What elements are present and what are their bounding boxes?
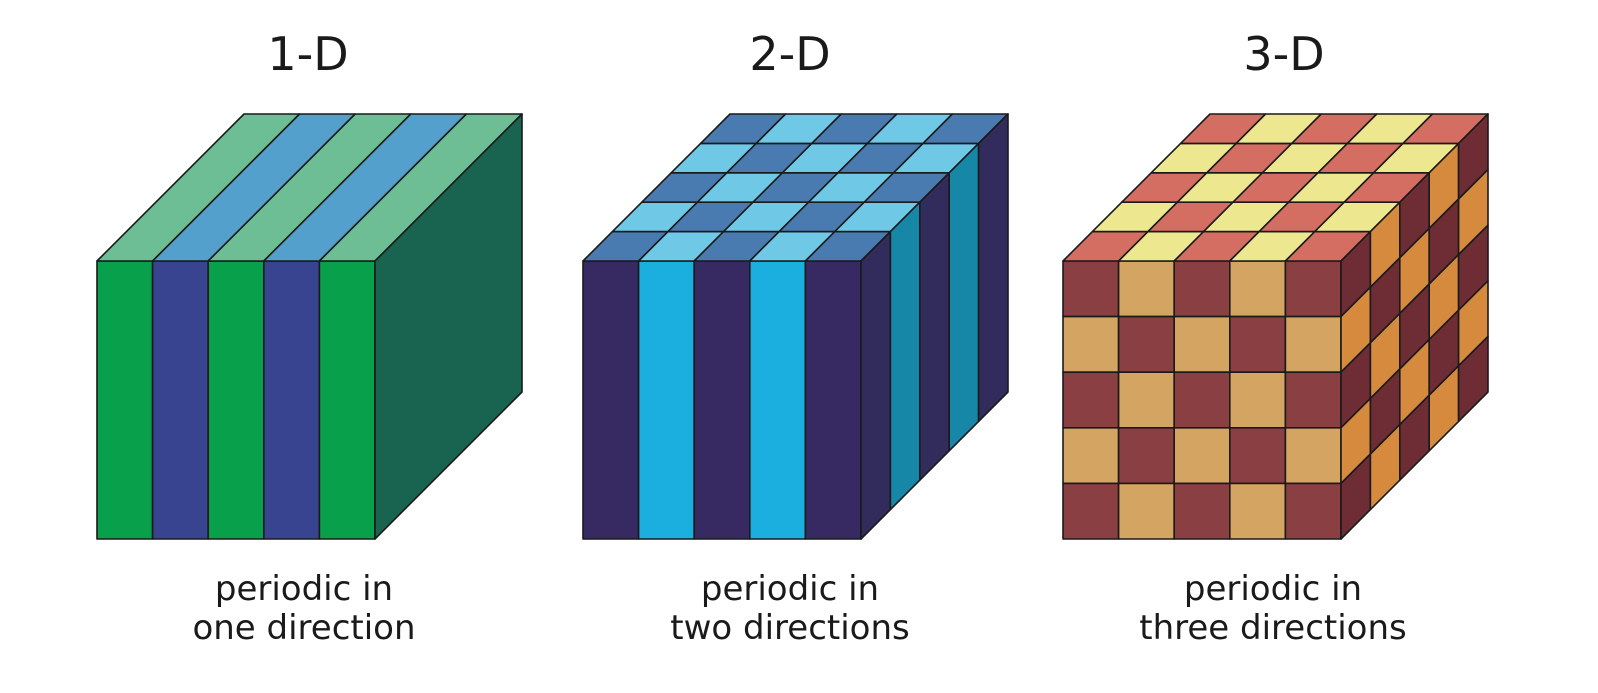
front-face-cell [1284, 482, 1342, 540]
front-face-cell [1117, 315, 1175, 374]
front-face-cell [1117, 260, 1175, 318]
panel-1d-caption-line2: one direction [192, 608, 415, 648]
cube-3d [1062, 113, 1489, 540]
front-face-cell [1173, 426, 1231, 485]
front-face-cell [1229, 371, 1287, 429]
front-face-cell [1284, 315, 1342, 374]
side-face-cell [948, 142, 980, 452]
panel-1d-caption-line1: periodic in [215, 569, 393, 609]
front-face-cell [1229, 260, 1287, 318]
front-face-cell [1062, 482, 1120, 540]
panel-2d: 2-D periodic in two directions [582, 27, 1009, 648]
side-face-cell [918, 172, 951, 482]
side-face-cell [1457, 335, 1489, 423]
side-face-cell [889, 201, 921, 511]
front-face-cell [1284, 371, 1342, 429]
side-face-cell [977, 113, 1009, 423]
front-face-cell [637, 260, 696, 540]
panel-3d-title: 3-D [1243, 27, 1324, 81]
front-face-cell [693, 260, 751, 540]
side-face [374, 113, 523, 540]
front-face-cell [262, 260, 321, 540]
front-face-cell [1062, 315, 1120, 374]
front-face-cell [582, 260, 640, 540]
front-face-cell [1284, 260, 1342, 318]
front-face-cell [1117, 482, 1175, 540]
panel-2d-caption-line1: periodic in [701, 569, 879, 609]
front-face-cell [1173, 482, 1231, 540]
front-face-cell [151, 260, 209, 540]
cube-1d [96, 113, 523, 540]
front-face-cell [1229, 426, 1287, 485]
panel-3d-caption-line1: periodic in [1184, 569, 1362, 609]
panel-3d: 3-D periodic in three directions [1062, 27, 1489, 648]
front-face-cell [804, 260, 862, 540]
front-face-cell [1173, 315, 1231, 374]
front-face-cell [1229, 315, 1287, 374]
front-face-cell [318, 260, 376, 540]
panel-3d-caption-line2: three directions [1139, 608, 1406, 648]
panel-1d-title: 1-D [267, 27, 348, 81]
front-face-cell [1284, 426, 1342, 485]
front-face-cell [96, 260, 154, 540]
panel-1d: 1-D periodic in one direction [96, 27, 523, 648]
cube-2d [582, 113, 1009, 540]
front-face-cell [207, 260, 265, 540]
front-face-cell [1173, 260, 1231, 318]
front-face-cell [1062, 426, 1120, 485]
front-face-cell [1062, 371, 1120, 429]
front-face-cell [748, 260, 807, 540]
front-face-cell [1117, 371, 1175, 429]
front-face-cell [1117, 426, 1175, 485]
front-face-cell [1229, 482, 1287, 540]
front-face-cell [1173, 371, 1231, 429]
front-face-cell [1062, 260, 1120, 318]
side-face-cell [860, 230, 892, 540]
panel-2d-title: 2-D [749, 27, 830, 81]
panel-2d-caption-line2: two directions [670, 608, 909, 648]
